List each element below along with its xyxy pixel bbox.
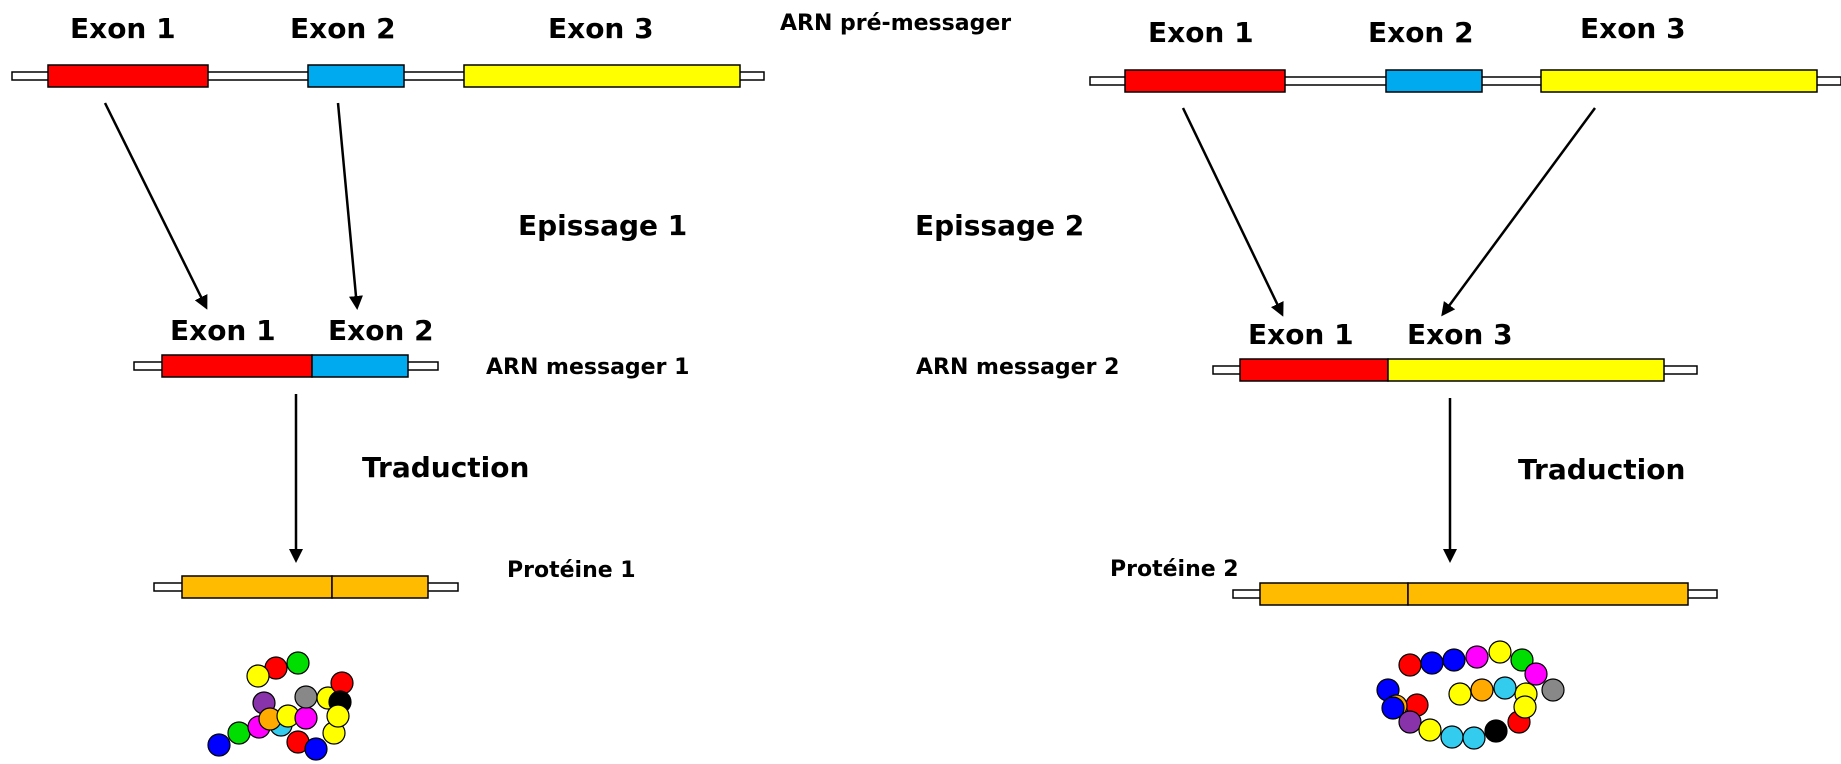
left-pre-mrna-exon-1 bbox=[47, 64, 209, 88]
protein-2-label: Protéine 2 bbox=[1110, 557, 1239, 582]
left-pre-mrna: Exon 1 Exon 2 Exon 3 ARN pré-messager bbox=[11, 11, 1011, 88]
protein-2-bead bbox=[1398, 653, 1422, 677]
right-protein-segment-2 bbox=[1407, 582, 1689, 606]
protein-1-bead bbox=[294, 685, 318, 709]
right-splice-arrow-exon-3 bbox=[1441, 107, 1597, 317]
protein-1-bead bbox=[294, 706, 318, 730]
protein-2-bead bbox=[1510, 648, 1534, 672]
protein-2-bead bbox=[1488, 640, 1512, 664]
protein-2-bead bbox=[1513, 695, 1537, 719]
protein-1-bead bbox=[286, 651, 310, 675]
right-mrna-exon-1-label: Exon 1 bbox=[1248, 318, 1354, 351]
protein-2-bead bbox=[1381, 696, 1405, 720]
mrna-1-label: ARN messager 1 bbox=[486, 355, 689, 380]
translation-1-label: Traduction bbox=[362, 451, 529, 484]
left-splice-arrow-exon-1 bbox=[103, 102, 208, 310]
protein-1-bead bbox=[304, 737, 328, 761]
protein-1-bead bbox=[207, 733, 231, 757]
right-pre-mrna-exon-1-label: Exon 1 bbox=[1148, 16, 1254, 49]
right-mrna-exon-1 bbox=[1239, 358, 1389, 382]
right-mrna: Exon 1 Exon 3 ARN messager 2 bbox=[916, 318, 1698, 382]
left-mrna-exon-2 bbox=[311, 354, 409, 378]
left-mrna-exon-2-label: Exon 2 bbox=[328, 314, 434, 347]
protein-1-bead bbox=[326, 704, 350, 728]
protein-1-bead bbox=[246, 664, 270, 688]
protein-2-bead bbox=[1462, 726, 1486, 750]
right-pre-mrna-exon-3 bbox=[1540, 69, 1818, 93]
protein-2-bead bbox=[1418, 718, 1442, 742]
protein-2-bead bbox=[1470, 678, 1494, 702]
protein-2-bead bbox=[1465, 645, 1489, 669]
left-protein-segment-1 bbox=[181, 575, 333, 599]
mrna-2-label: ARN messager 2 bbox=[916, 355, 1119, 380]
left-protein-segment-2 bbox=[331, 575, 429, 599]
left-protein-bar: Protéine 1 bbox=[153, 558, 636, 599]
left-splice-arrow-exon-2 bbox=[336, 102, 363, 310]
protein-2-bead bbox=[1398, 710, 1422, 734]
protein-1-folded bbox=[207, 651, 354, 761]
left-pre-mrna-exon-3-label: Exon 3 bbox=[548, 12, 654, 45]
right-protein-segment-1 bbox=[1259, 582, 1409, 606]
left-pre-mrna-exon-1-label: Exon 1 bbox=[70, 12, 176, 45]
right-pre-mrna-exon-3-label: Exon 3 bbox=[1580, 12, 1686, 45]
left-pre-mrna-exon-3 bbox=[463, 64, 741, 88]
protein-2-bead bbox=[1448, 682, 1472, 706]
left-mrna-exon-1 bbox=[161, 354, 313, 378]
protein-2-bead bbox=[1524, 662, 1548, 686]
protein-2-bead bbox=[1440, 725, 1464, 749]
left-mrna-exon-1-label: Exon 1 bbox=[170, 314, 276, 347]
right-pre-mrna-exon-1 bbox=[1124, 69, 1286, 93]
right-splice-arrow-exon-1 bbox=[1181, 107, 1284, 317]
right-pre-mrna-exon-2-label: Exon 2 bbox=[1368, 16, 1474, 49]
right-pre-mrna-exon-2 bbox=[1385, 69, 1483, 93]
right-mrna-exon-3-label: Exon 3 bbox=[1407, 318, 1513, 351]
translation-2-label: Traduction bbox=[1518, 453, 1685, 486]
right-pre-mrna: Exon 1 Exon 2 Exon 3 bbox=[1089, 12, 1841, 93]
splicing-1-label: Epissage 1 bbox=[518, 209, 687, 242]
protein-2-bead bbox=[1484, 719, 1508, 743]
protein-2-bead bbox=[1541, 678, 1565, 702]
left-pre-mrna-exon-2-label: Exon 2 bbox=[290, 12, 396, 45]
protein-1-label: Protéine 1 bbox=[507, 558, 636, 583]
protein-2-bead bbox=[1420, 651, 1444, 675]
protein-1-bead bbox=[227, 721, 251, 745]
protein-2-bead bbox=[1442, 648, 1466, 672]
right-protein-bar: Protéine 2 bbox=[1110, 557, 1718, 606]
protein-2-folded bbox=[1376, 640, 1565, 750]
left-pre-mrna-exon-2 bbox=[307, 64, 405, 88]
protein-2-bead bbox=[1493, 676, 1517, 700]
right-mrna-exon-3 bbox=[1387, 358, 1665, 382]
left-mrna: Exon 1 Exon 2 ARN messager 1 bbox=[133, 314, 689, 380]
splicing-2-label: Epissage 2 bbox=[915, 209, 1084, 242]
pre-mrna-label: ARN pré-messager bbox=[780, 11, 1011, 36]
